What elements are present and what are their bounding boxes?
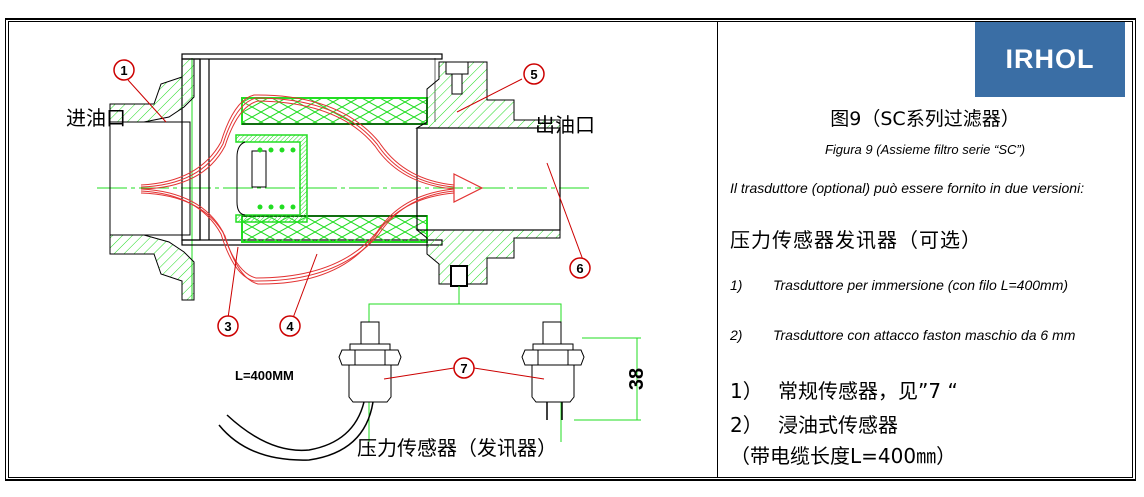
column-divider <box>717 21 718 478</box>
dimension-38-label: 38 <box>626 368 648 390</box>
sensor-faston <box>521 321 585 420</box>
list-item: 2) Trasduttore con attacco faston maschi… <box>730 327 1102 343</box>
list-item-text: Trasduttore per immersione (con filo L=4… <box>773 277 1069 293</box>
description-panel: IRHOL 图9（SC系列过滤器） Figura 9 (Assieme filt… <box>718 22 1132 477</box>
brand-logo-text: IRHOL <box>1005 44 1095 74</box>
inlet-label: 进油口 <box>66 106 126 130</box>
svg-text:1: 1 <box>120 63 127 78</box>
sensor-caption: 压力传感器（发讯器） <box>357 436 557 460</box>
callout-leaders <box>127 78 584 380</box>
list-item-text: 浸油式传感器 <box>778 413 898 437</box>
svg-text:3: 3 <box>224 319 231 334</box>
sensor-immersion <box>218 321 402 461</box>
brand-logo: IRHOL <box>975 22 1125 97</box>
bypass-valve <box>235 134 308 223</box>
list-item-cn: 2） 浸油式传感器 <box>730 409 898 438</box>
cable-length-label: L=400MM <box>235 368 294 383</box>
page-frame-inner <box>8 21 1133 478</box>
intro-heading-cn: 压力传感器发讯器（可选） <box>730 228 982 252</box>
svg-text:5: 5 <box>530 67 537 82</box>
callout-5: 5 <box>523 63 545 85</box>
callout-1: 1 <box>113 59 135 81</box>
callout-4: 4 <box>279 315 301 337</box>
filter-assembly-drawing: 38 1 3 4 5 6 7 L=400MM 进油口 出油口 压力传感器（发讯器… <box>9 22 717 477</box>
list-item-number: 2） <box>730 413 763 437</box>
cable-length-note: （带电缆长度L=400㎜） <box>730 444 957 468</box>
list-item-text: 常规传感器，见”7 “ <box>778 379 958 403</box>
list-item-number: 1） <box>730 379 763 403</box>
dimension-38 <box>574 337 641 421</box>
list-item-text: Trasduttore con attacco faston maschio d… <box>773 327 1076 343</box>
callout-6: 6 <box>569 257 591 279</box>
inlet-fitting <box>109 58 195 301</box>
oil-flow-lines <box>140 94 484 285</box>
filter-element <box>241 97 428 243</box>
frame-top-border <box>5 18 1136 20</box>
drawing-canvas: 38 1 3 4 5 6 7 L=400MM <box>97 53 648 461</box>
callout-3: 3 <box>217 315 239 337</box>
housing-outline <box>181 53 443 246</box>
figure-title-cn: 图9（SC系列过滤器） <box>830 108 1020 130</box>
callout-7: 7 <box>453 357 475 379</box>
outlet-fitting <box>415 61 561 304</box>
list-item-number: 1) <box>730 277 743 293</box>
list-item-cn: 1） 常规传感器，见”7 “ <box>730 375 958 404</box>
list-item-number: 2) <box>730 327 743 343</box>
figure-title-it: Figura 9 (Assieme filtro serie “SC”) <box>824 142 1026 157</box>
svg-text:4: 4 <box>286 319 294 334</box>
list-item: 1) Trasduttore per immersione (con filo … <box>730 277 1102 293</box>
svg-text:6: 6 <box>576 261 583 276</box>
outlet-label: 出油口 <box>535 113 595 137</box>
frame-bottom-border <box>5 479 1136 481</box>
svg-text:7: 7 <box>460 361 467 376</box>
intro-paragraph-it: Il trasduttore (optional) può essere for… <box>730 180 1085 196</box>
